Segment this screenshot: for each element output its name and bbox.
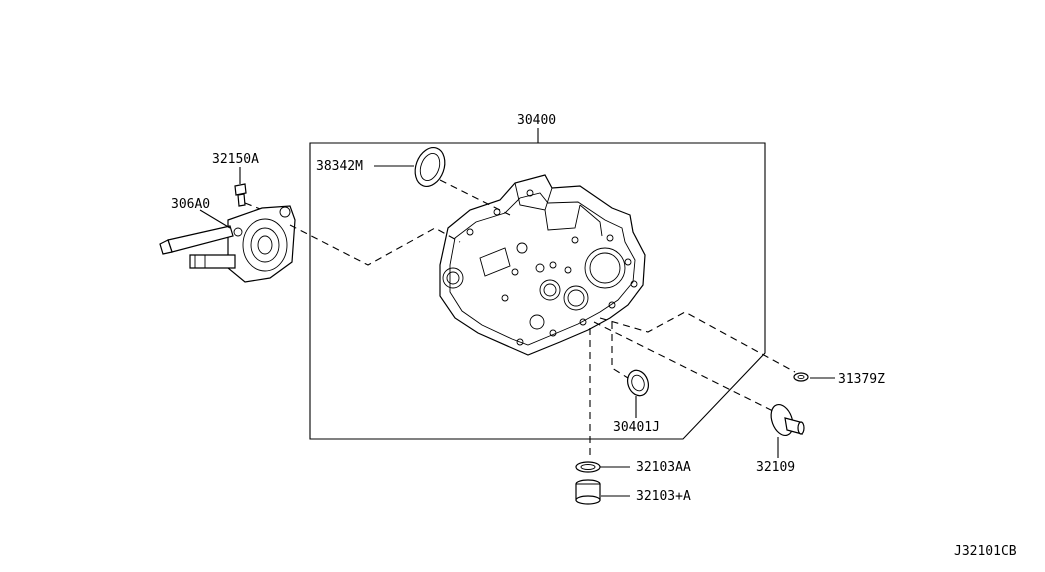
oil-seal-38342m[interactable] bbox=[410, 143, 450, 190]
clutch-release-bearing-306a0[interactable] bbox=[159, 205, 296, 283]
washer-32103aa[interactable] bbox=[575, 461, 601, 473]
callout-31379z: 31379Z bbox=[838, 372, 885, 387]
leader-306a0 bbox=[199, 209, 231, 229]
drain-plug-32103a[interactable] bbox=[575, 479, 601, 505]
callout-32103a: 32103+A bbox=[636, 489, 691, 504]
dash-30401j bbox=[611, 322, 629, 379]
callout-30400: 30400 bbox=[517, 113, 556, 128]
dash-306a0 bbox=[289, 224, 461, 266]
callout-30401j: 30401J bbox=[613, 420, 660, 435]
dash-38342m bbox=[439, 179, 511, 216]
dash-32150a bbox=[244, 202, 284, 219]
speedometer-plug-32109[interactable] bbox=[767, 402, 805, 439]
callout-306a0: 306A0 bbox=[171, 197, 210, 212]
bolt-32150a[interactable] bbox=[234, 183, 247, 207]
callout-32109: 32109 bbox=[756, 460, 795, 475]
drawing-code: J32101CB bbox=[954, 544, 1017, 559]
assembly-frame bbox=[309, 142, 766, 440]
transmission-case[interactable] bbox=[439, 174, 646, 356]
oil-seal-30401j[interactable] bbox=[624, 367, 652, 398]
dash-31379z bbox=[599, 311, 796, 373]
dash-32109 bbox=[593, 321, 776, 413]
callout-32150a: 32150A bbox=[212, 152, 259, 167]
washer-31379z[interactable] bbox=[793, 372, 809, 382]
callout-32103aa: 32103AA bbox=[636, 460, 691, 475]
callout-38342m: 38342M bbox=[316, 159, 363, 174]
